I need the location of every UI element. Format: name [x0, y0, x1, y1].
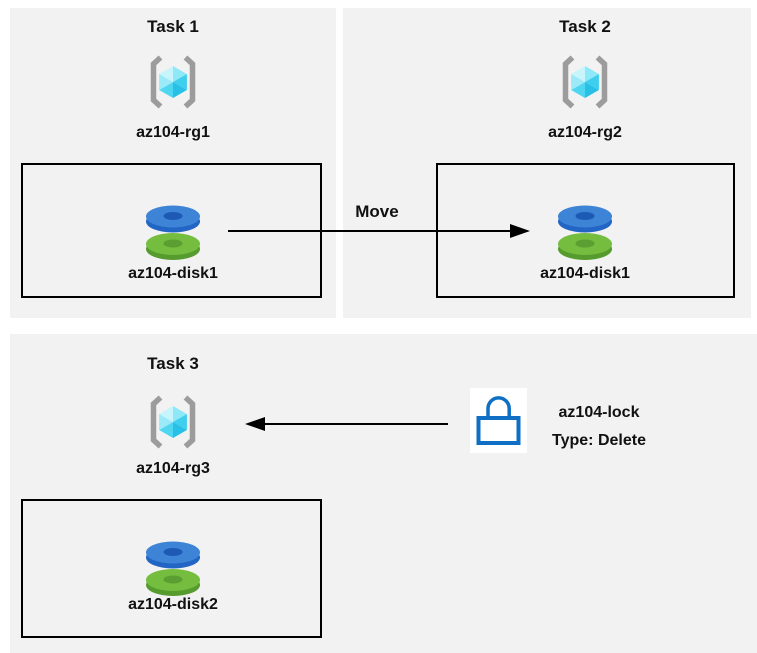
arrow-left-icon [245, 417, 265, 431]
task2-title: Task 2 [559, 17, 611, 36]
task2-resource-group-label: az104-rg2 [548, 124, 622, 141]
task2-disk-label: az104-disk1 [540, 265, 630, 282]
arrow-right-line [228, 230, 512, 232]
task1-title: Task 1 [147, 17, 199, 36]
task1-disk-label: az104-disk1 [128, 265, 218, 282]
task3-disk-label: az104-disk2 [128, 596, 218, 613]
disk-icon [146, 205, 200, 260]
arrow-left-line [265, 423, 448, 425]
resource-group-icon [562, 55, 608, 109]
task1-resource-group-label: az104-rg1 [136, 124, 210, 141]
resource-group-icon [150, 55, 196, 109]
task2-disk-box [436, 163, 735, 298]
lock-label: az104-lock Type: Delete [519, 399, 679, 455]
disk-icon [558, 205, 612, 260]
task3-resource-group-label: az104-rg3 [136, 460, 210, 477]
lock-icon [476, 396, 521, 445]
move-arrow-label: Move [355, 202, 399, 221]
resource-group-icon [150, 395, 196, 449]
disk-icon [146, 541, 200, 596]
arrow-right-icon [510, 224, 530, 238]
lock-icon-tile [470, 388, 527, 453]
lock-type: Type: Delete [552, 432, 646, 449]
lock-name: az104-lock [558, 404, 640, 421]
task3-panel [10, 334, 757, 653]
task3-disk-box [21, 499, 322, 638]
task3-title: Task 3 [147, 354, 199, 373]
